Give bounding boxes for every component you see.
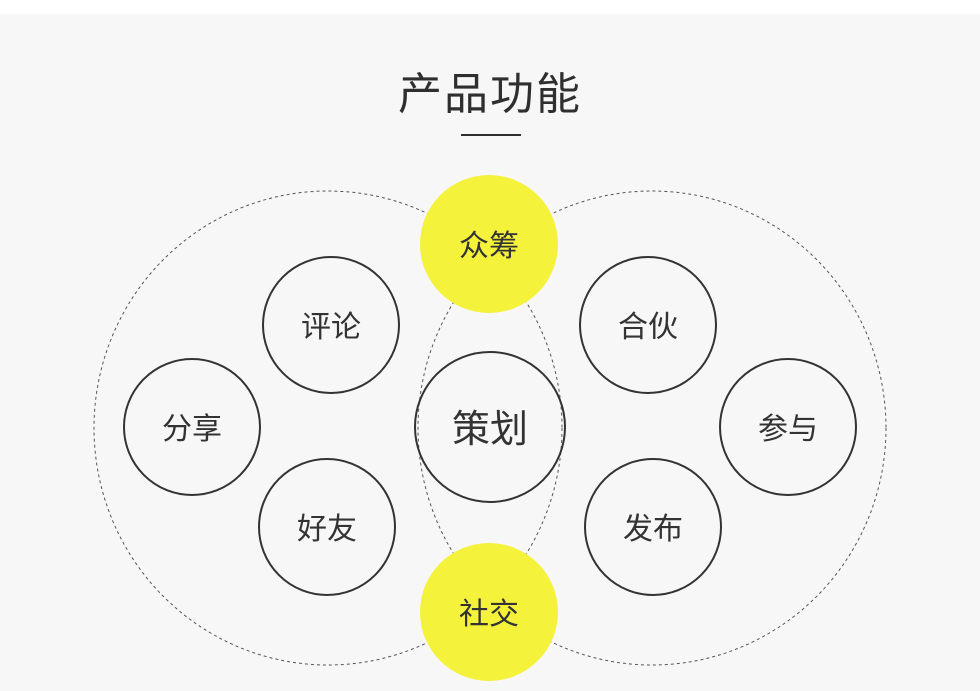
node-top-label: 众筹 — [459, 229, 519, 264]
node-left-top: 评论 — [262, 256, 400, 394]
node-top-highlight: 众筹 — [420, 175, 558, 313]
node-center-label: 策划 — [452, 407, 528, 451]
node-label: 好友 — [297, 512, 357, 547]
node-right-top: 合伙 — [579, 256, 717, 394]
node-label: 参与 — [758, 412, 818, 447]
top-band — [0, 0, 980, 14]
node-bottom-label: 社交 — [459, 597, 519, 632]
title-underline — [461, 134, 521, 136]
node-bottom-highlight: 社交 — [420, 543, 558, 681]
node-right-middle: 参与 — [719, 358, 857, 496]
node-label: 发布 — [623, 512, 683, 547]
node-label: 合伙 — [618, 310, 678, 345]
node-left-middle: 分享 — [123, 358, 261, 496]
node-center: 策划 — [414, 351, 566, 503]
node-label: 评论 — [301, 310, 361, 345]
right-group-boundary — [417, 190, 887, 666]
node-label: 分享 — [162, 412, 222, 447]
left-group-boundary — [93, 190, 563, 666]
node-left-bottom: 好友 — [258, 458, 396, 596]
page-title: 产品功能 — [398, 69, 582, 120]
node-right-bottom: 发布 — [584, 458, 722, 596]
